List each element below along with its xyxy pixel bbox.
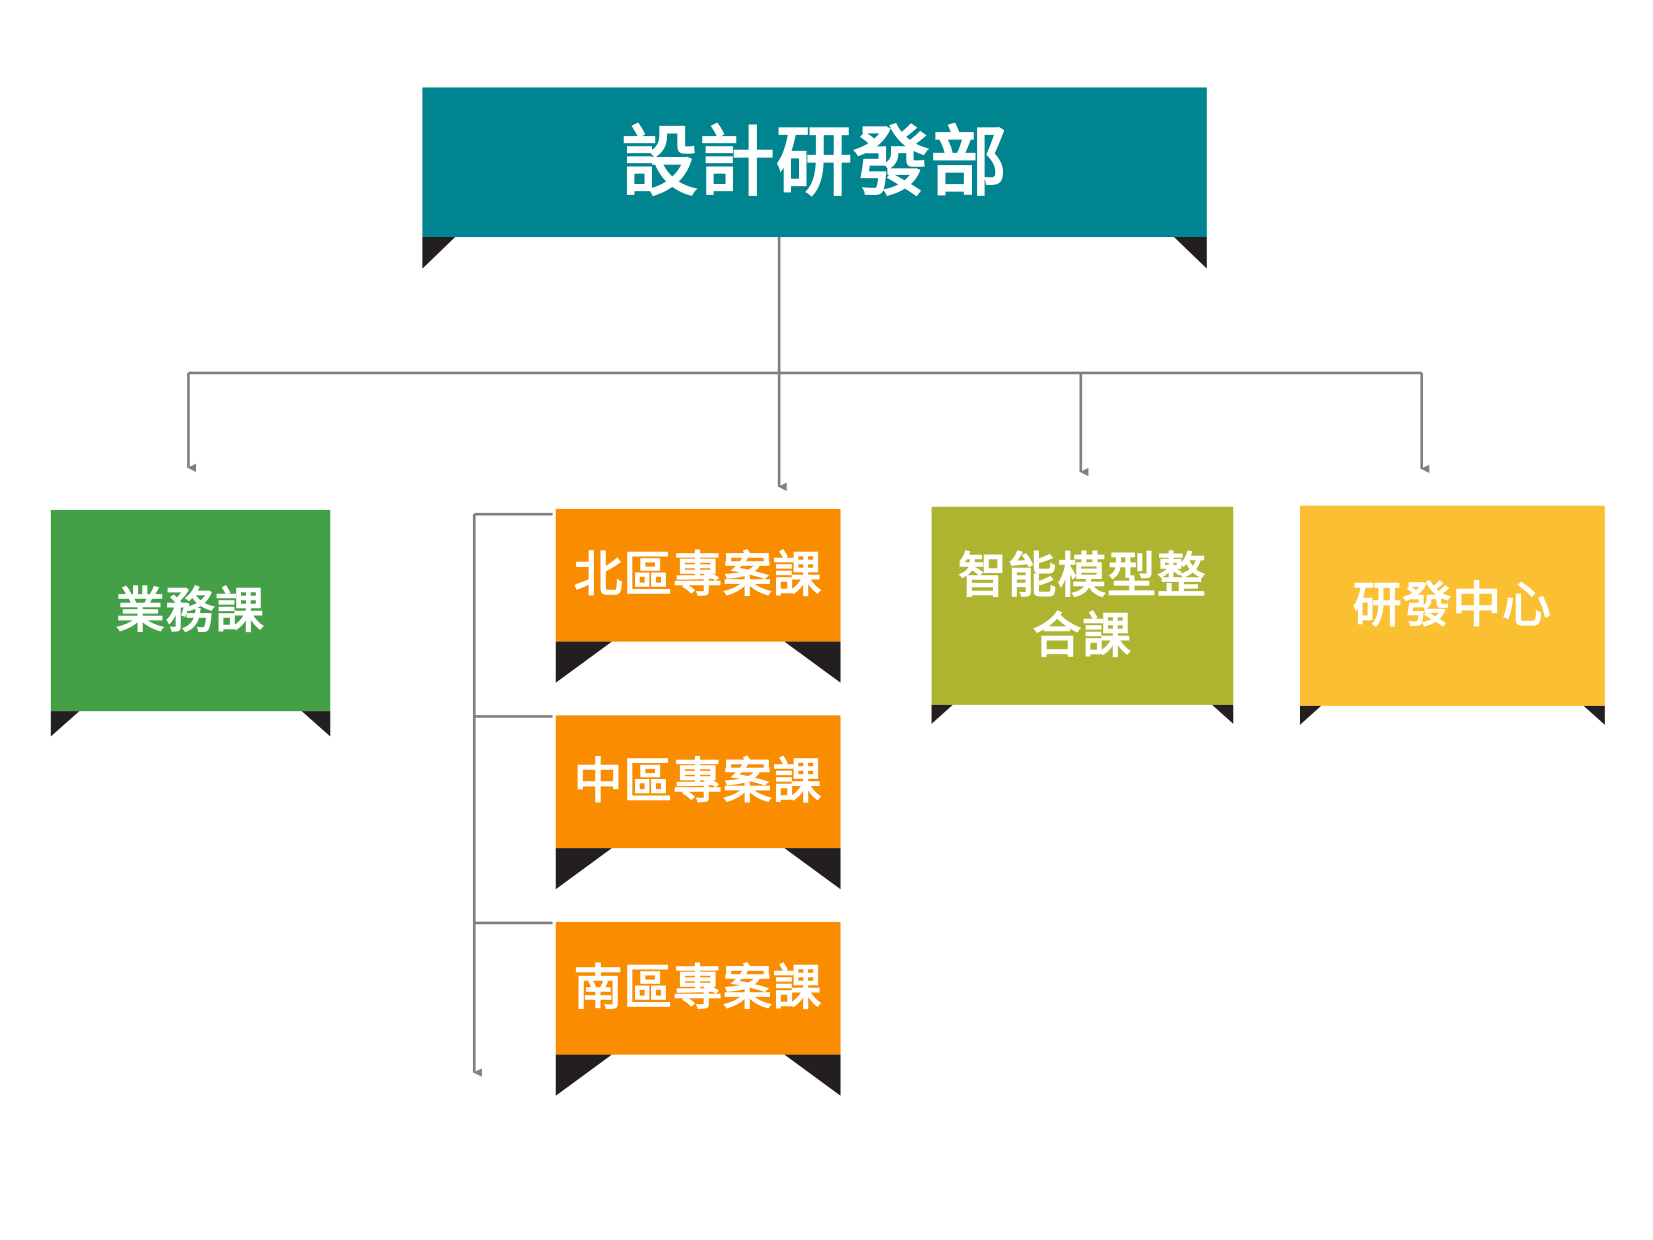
dept-label-north: 北區專案課 xyxy=(573,546,823,603)
dept-label-smart: 智能模型整合課 xyxy=(958,546,1207,664)
central-fold-right xyxy=(784,848,841,890)
root-box: 設計研發部 xyxy=(422,87,1207,238)
dept-label-rnd: 研發中心 xyxy=(1352,576,1552,634)
root-label: 設計研發部 xyxy=(621,116,1008,207)
dept-box-south: 南區專案課 xyxy=(555,921,841,1055)
dept-box-north: 北區專案課 xyxy=(555,508,841,642)
rnd-fold-right xyxy=(1583,705,1605,725)
dept-box-sales: 業務課 xyxy=(50,509,331,712)
dept-label-south: 南區專案課 xyxy=(573,959,823,1016)
smart-fold-left xyxy=(931,704,953,724)
dept-box-smart: 智能模型整合課 xyxy=(931,506,1234,705)
rnd-fold-left xyxy=(1299,705,1322,725)
connector-lines xyxy=(187,237,1430,1077)
smart-fold-right xyxy=(1212,704,1234,724)
north-fold-left xyxy=(555,641,612,683)
dept-box-rnd: 研發中心 xyxy=(1299,505,1605,706)
dept-label-sales: 業務課 xyxy=(115,581,266,639)
dept-label-central: 中區專案課 xyxy=(573,752,823,810)
root-fold-right xyxy=(1173,237,1207,269)
root-fold-left xyxy=(422,237,456,269)
sales-fold-right xyxy=(301,711,331,737)
north-fold-right xyxy=(784,641,841,683)
central-fold-left xyxy=(555,848,612,890)
dept-box-central: 中區專案課 xyxy=(555,715,841,849)
south-fold-right xyxy=(784,1054,841,1096)
south-fold-left xyxy=(555,1054,612,1096)
sales-fold-left xyxy=(50,711,80,737)
